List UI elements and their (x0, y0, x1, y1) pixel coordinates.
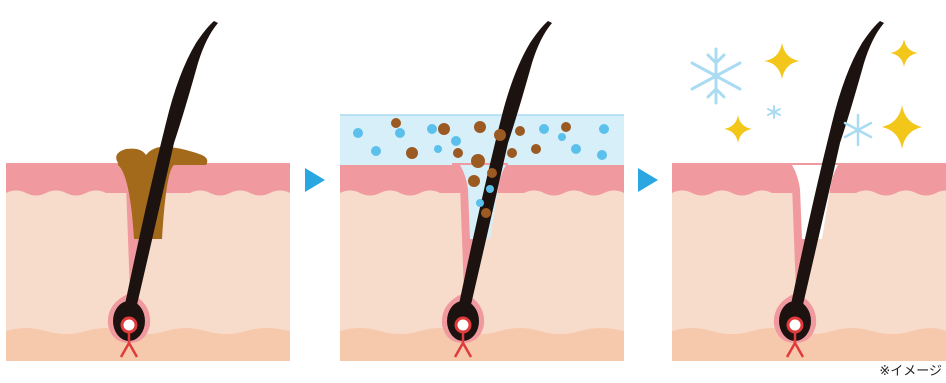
triangle-arrow-icon (638, 168, 658, 192)
dermal-papilla (122, 318, 136, 332)
triangle-arrow-icon (305, 168, 325, 192)
panel-clogged-pore (6, 3, 290, 361)
dermal-papilla (456, 318, 470, 332)
dermal-papilla (788, 318, 802, 332)
panel-cleansing (340, 3, 624, 361)
panel-clean-pore (672, 3, 946, 361)
image-caption: ※イメージ (879, 360, 942, 379)
